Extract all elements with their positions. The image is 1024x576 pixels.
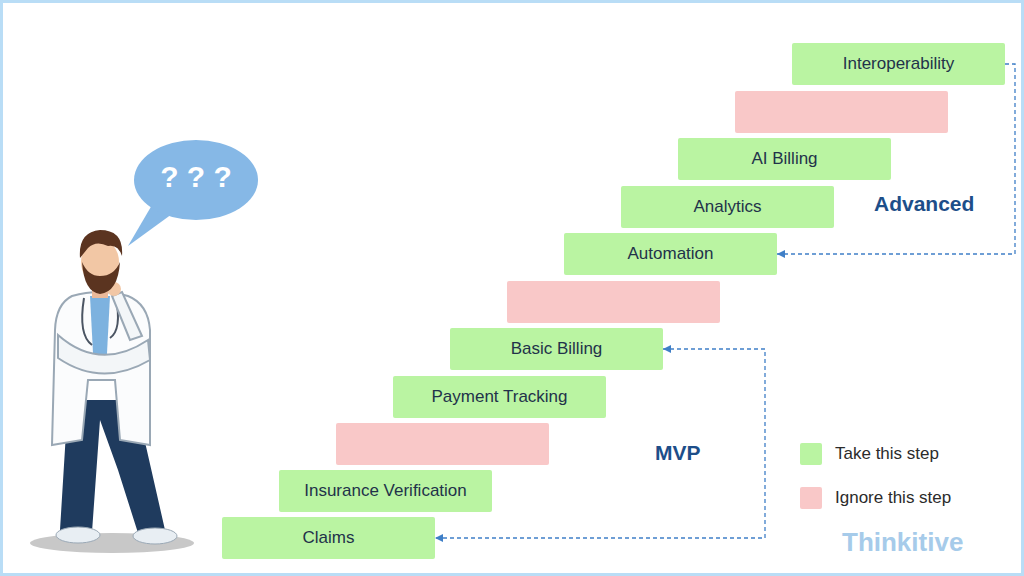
step-box: Claims (222, 517, 435, 559)
step-box: Payment Tracking (393, 376, 606, 418)
doctor-shoe (133, 528, 177, 544)
step-box: Basic Billing (450, 328, 663, 370)
legend-swatch (800, 443, 822, 465)
skipped-step-bar (735, 91, 948, 133)
step-label: Basic Billing (511, 339, 603, 359)
skipped-step-bar (507, 281, 720, 323)
doctor-crossed-arms (58, 335, 150, 374)
phase-label: MVP (655, 441, 701, 465)
speech-bubble (128, 140, 258, 246)
stethoscope (82, 298, 118, 345)
step-label: Automation (628, 244, 714, 264)
step-box: AI Billing (678, 138, 891, 180)
step-box: Analytics (621, 186, 834, 228)
doctor-raised-arm (112, 292, 142, 340)
step-label: AI Billing (751, 149, 817, 169)
step-label: Analytics (693, 197, 761, 217)
speech-bubble-text: ? ? ? (136, 160, 256, 194)
watermark: Thinkitive (842, 527, 963, 558)
phase-label: Advanced (874, 192, 974, 216)
doctor-coat (52, 292, 150, 445)
legend-label: Ignore this step (835, 488, 951, 508)
legend-label: Take this step (835, 444, 939, 464)
doctor-shoe (56, 527, 100, 543)
speech-bubble-body (134, 140, 258, 220)
skipped-step-bar (336, 423, 549, 465)
step-label: Interoperability (843, 54, 955, 74)
step-box: Insurance Verification (279, 470, 492, 512)
step-box: Automation (564, 233, 777, 275)
doctor-beard (82, 262, 120, 294)
doctor-illustration (30, 230, 194, 553)
step-label: Payment Tracking (431, 387, 567, 407)
step-label: Insurance Verification (304, 481, 467, 501)
step-box: Interoperability (792, 43, 1005, 85)
legend-swatch (800, 487, 822, 509)
doctor-hair (80, 230, 122, 258)
skipped-step-bars (336, 91, 948, 465)
step-label: Claims (303, 528, 355, 548)
